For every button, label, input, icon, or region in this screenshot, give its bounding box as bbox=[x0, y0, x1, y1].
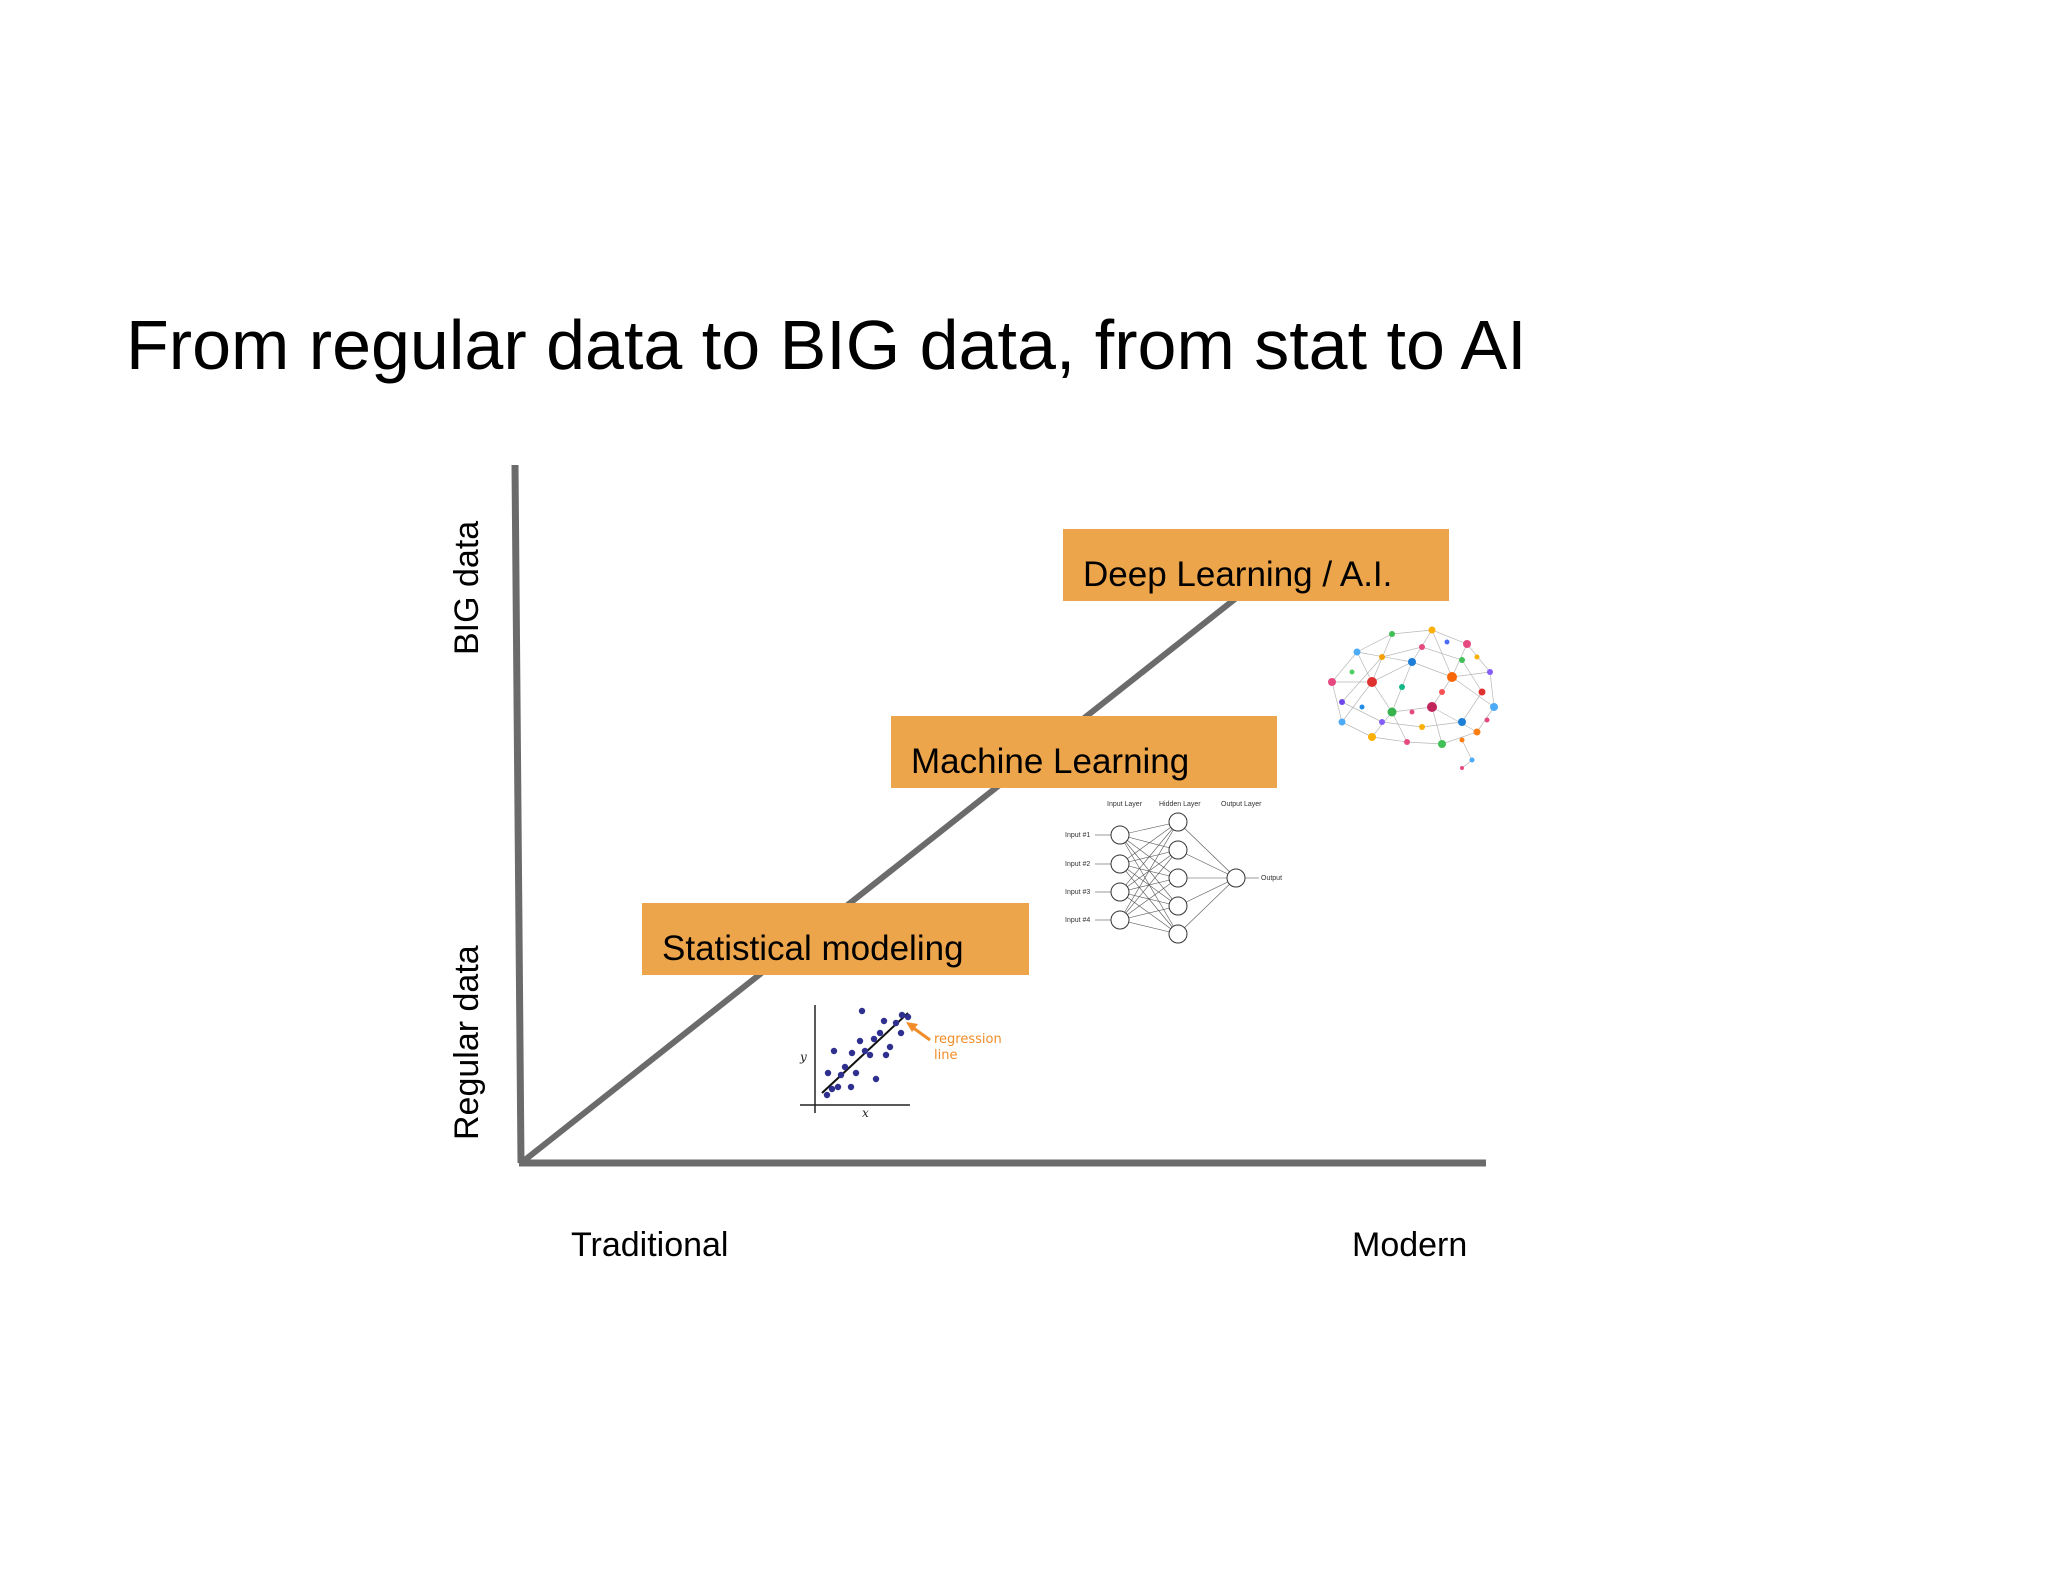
regression-arrow-head bbox=[906, 1022, 918, 1032]
regression-annotation-line2: line bbox=[934, 1048, 957, 1063]
network-connections bbox=[1095, 821, 1259, 935]
regression-points bbox=[823, 1007, 912, 1099]
network-input-2: Input #2 bbox=[1065, 861, 1090, 868]
x-axis-label-traditional: Traditional bbox=[571, 1226, 729, 1264]
stage-machine-learning: Machine Learning bbox=[891, 716, 1277, 788]
regression-annotation-line1: regression bbox=[934, 1032, 1002, 1047]
network-output-layer-label: Output Layer bbox=[1221, 801, 1262, 808]
network-input-1: Input #1 bbox=[1065, 832, 1090, 839]
brain-nodes bbox=[1328, 626, 1498, 770]
slide-title: From regular data to BIG data, from stat… bbox=[126, 306, 1527, 384]
stage-deep-learning: Deep Learning / A.I. bbox=[1063, 529, 1449, 601]
y-axis-label-regular: Regular data bbox=[448, 945, 486, 1140]
regression-x-label: x bbox=[862, 1106, 869, 1120]
network-nodes bbox=[1110, 812, 1246, 944]
y-axis-line bbox=[511, 464, 525, 1164]
y-axis-label-big: BIG data bbox=[448, 520, 486, 655]
network-input-layer-label: Input Layer bbox=[1107, 801, 1143, 808]
network-hidden-layer-label: Hidden Layer bbox=[1159, 801, 1201, 808]
network-input-4: Input #4 bbox=[1065, 917, 1090, 924]
network-output-label: Output bbox=[1261, 875, 1282, 882]
regression-y-label: y bbox=[799, 1050, 807, 1064]
stage-statistical-modeling: Statistical modeling bbox=[642, 903, 1029, 975]
brain-network-icon bbox=[1328, 626, 1498, 770]
network-input-3: Input #3 bbox=[1065, 889, 1090, 896]
neural-network-illustration: Input Layer Hidden Layer Output Layer In… bbox=[1065, 801, 1282, 944]
regression-arrow bbox=[911, 1025, 931, 1042]
x-axis-label-modern: Modern bbox=[1352, 1226, 1468, 1264]
progression-line bbox=[519, 592, 1242, 1166]
regression-illustration: y x regression line bbox=[799, 1005, 1002, 1120]
